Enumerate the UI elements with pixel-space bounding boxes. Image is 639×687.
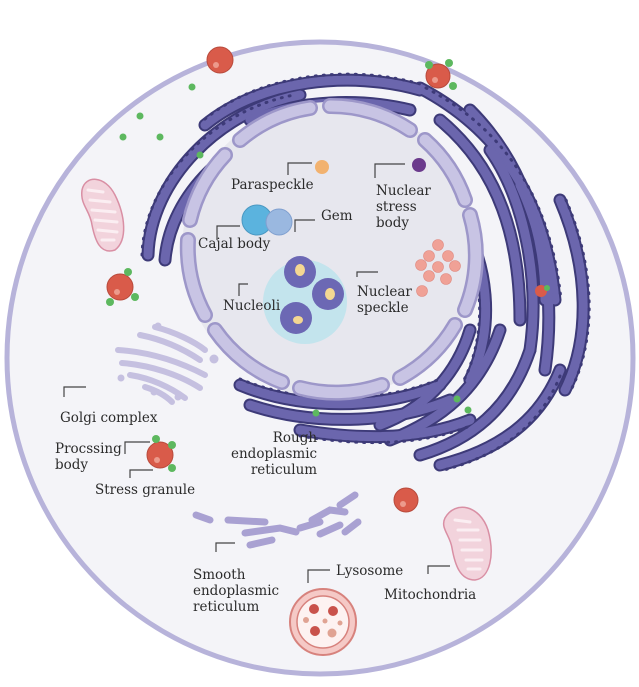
paraspeckle — [315, 160, 329, 174]
stress-granule — [206, 46, 234, 74]
mitochondrion — [442, 506, 492, 581]
label-processing-body: Procssing body — [55, 441, 122, 473]
stress-granule — [393, 487, 419, 513]
nucleus — [182, 102, 478, 398]
gem — [265, 208, 293, 236]
lysosome — [289, 588, 357, 656]
stress-granule — [106, 268, 139, 306]
label-gem: Gem — [321, 208, 353, 224]
label-lysosome: Lysosome — [336, 563, 404, 579]
label-nuclear-speckle: Nuclear speckle — [357, 284, 412, 316]
processing-body-granule — [146, 435, 176, 472]
label-nucleoli: Nucleoli — [223, 298, 281, 314]
mitochondrion — [81, 178, 125, 252]
label-golgi-complex: Golgi complex — [60, 410, 158, 426]
nucleolus — [280, 256, 344, 334]
stress-granule — [425, 59, 457, 90]
nuclear-stress-body — [412, 158, 426, 172]
golgi-complex — [115, 324, 208, 405]
label-stress-granule: Stress granule — [95, 482, 196, 498]
free-granule-dots — [119, 83, 472, 417]
label-leader-lines — [63, 162, 450, 583]
smooth-endoplasmic-reticulum — [192, 491, 362, 549]
golgi-vesicles — [117, 322, 219, 401]
stress-granule — [535, 285, 550, 297]
label-paraspeckle: Paraspeckle — [231, 177, 314, 193]
nuclear-envelope — [179, 97, 484, 401]
label-cajal-body: Cajal body — [198, 236, 271, 252]
label-mitochondria: Mitochondria — [384, 587, 477, 603]
label-rough-er: Rough endoplasmic reticulum — [231, 430, 318, 478]
label-nuclear-stress-body: Nuclear stress body — [376, 183, 431, 231]
nuclear-speckle — [415, 239, 461, 297]
label-smooth-er: Smooth endoplasmic reticulum — [193, 567, 280, 615]
